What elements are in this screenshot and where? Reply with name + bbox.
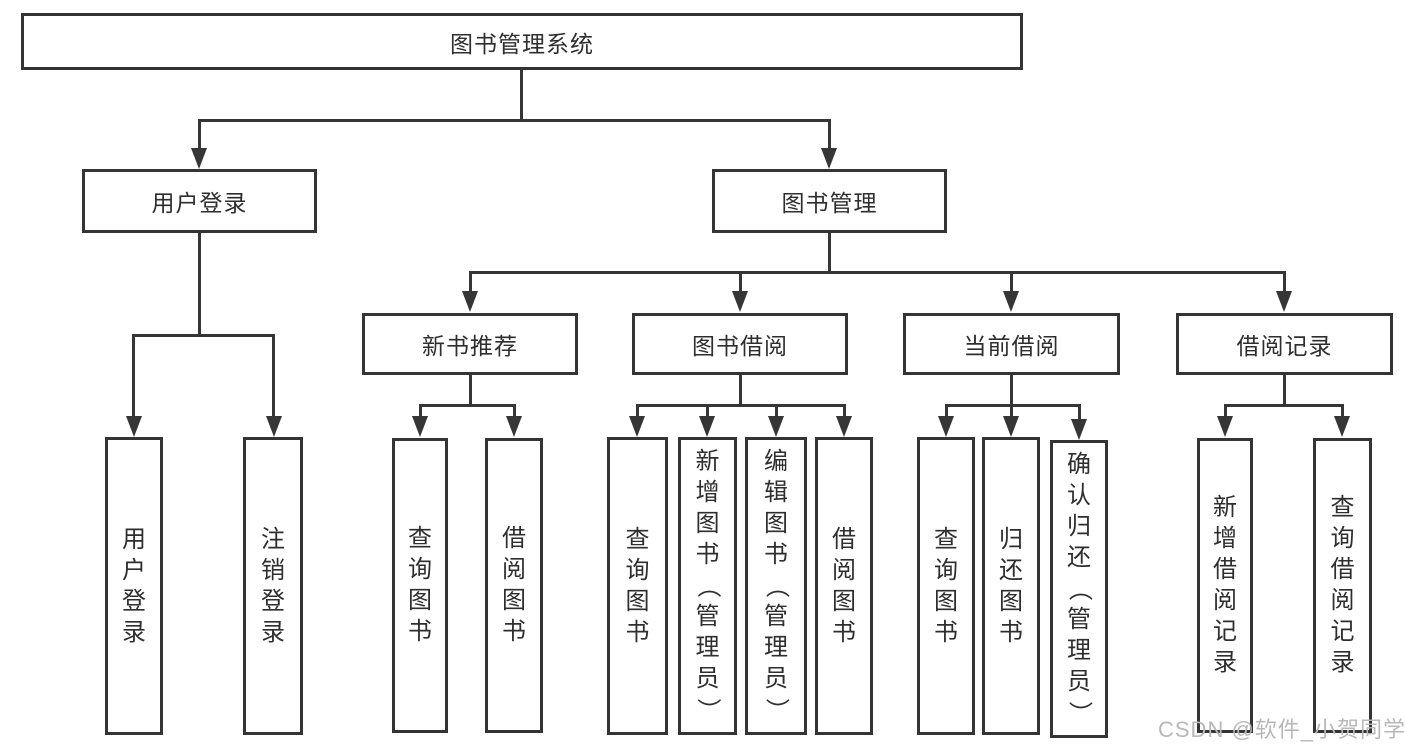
node-new-book-recommendation: 新书推荐 — [362, 313, 578, 375]
arrow-down-icon — [836, 416, 852, 437]
arrow-down-icon — [699, 416, 715, 437]
node-library-system: 图书管理系统 — [21, 13, 1023, 70]
arrow-down-icon — [768, 416, 784, 437]
arrow-down-icon — [126, 416, 142, 437]
connector-shaft — [198, 119, 201, 148]
leaf-query-books-3: 查询图书 — [917, 437, 975, 735]
connector-shaft — [419, 404, 422, 418]
arrow-down-icon — [732, 291, 748, 312]
leaf-query-books-2: 查询图书 — [607, 437, 668, 735]
arrow-down-icon — [938, 416, 954, 437]
connector-shaft — [272, 334, 275, 416]
connector-shaft — [706, 404, 709, 418]
connector-shaft — [1341, 404, 1344, 418]
arrow-down-icon — [506, 416, 522, 437]
node-book-borrowing: 图书借阅 — [632, 313, 848, 375]
arrow-down-icon — [821, 148, 837, 169]
connector-shaft — [1224, 404, 1227, 418]
leaf-confirm-return-admin: 确认归还（管理员） — [1050, 440, 1108, 738]
connector-shaft — [828, 119, 831, 148]
leaf-add-borrow-record: 新增借阅记录 — [1197, 438, 1253, 733]
arrow-down-icon — [1334, 416, 1350, 437]
connector-root-branch — [198, 119, 831, 122]
leaf-query-borrow-record: 查询借阅记录 — [1313, 438, 1372, 733]
connector-shaft — [1283, 271, 1286, 292]
leaf-borrow-books-1: 借阅图书 — [485, 438, 543, 733]
connector-userlogin-drop — [198, 233, 201, 337]
connector-shaft — [739, 271, 742, 292]
connector-shaft — [1010, 404, 1013, 418]
arrow-down-icon — [1217, 416, 1233, 437]
node-book-management: 图书管理 — [712, 169, 947, 233]
arrow-down-icon — [266, 416, 282, 437]
leaf-logout: 注销登录 — [243, 437, 303, 735]
connector-shaft — [775, 404, 778, 418]
node-current-borrowing: 当前借阅 — [903, 313, 1120, 375]
node-user-login: 用户登录 — [82, 169, 317, 233]
connector-shaft — [1078, 404, 1081, 420]
connector-shaft — [636, 404, 639, 418]
leaf-query-books-1: 查询图书 — [392, 438, 448, 733]
connector-shaft — [1010, 271, 1013, 292]
leaf-borrow-books-2: 借阅图书 — [815, 437, 873, 735]
leaf-user-login: 用户登录 — [105, 437, 163, 735]
connector-newbook-drop — [469, 375, 472, 406]
arrow-down-icon — [1003, 416, 1019, 437]
leaf-edit-books-admin: 编辑图书（管理员） — [745, 437, 807, 735]
arrow-down-icon — [462, 291, 478, 312]
leaf-add-books-admin: 新增图书（管理员） — [678, 437, 737, 735]
connector-newbook-branch — [419, 404, 516, 407]
connector-borrowing-branch — [636, 404, 845, 407]
arrow-down-icon — [629, 416, 645, 437]
connector-shaft — [843, 404, 846, 418]
connector-records-drop — [1283, 375, 1286, 406]
arrow-down-icon — [1071, 419, 1087, 440]
connector-bookmgmt-drop — [828, 233, 831, 274]
connector-userlogin-branch — [133, 334, 275, 337]
connector-borrowing-drop — [739, 375, 742, 406]
connector-shaft — [945, 404, 948, 418]
watermark: CSDN @软件_小贺同学 — [1158, 717, 1405, 742]
connector-bookmgmt-branch — [469, 271, 1285, 274]
connector-shaft — [132, 334, 135, 416]
arrow-down-icon — [1276, 291, 1292, 312]
node-borrowing-records: 借阅记录 — [1176, 313, 1393, 375]
connector-shaft — [469, 271, 472, 292]
connector-current-drop — [1010, 375, 1013, 406]
connector-shaft — [513, 404, 516, 418]
arrow-down-icon — [191, 148, 207, 169]
connector-records-branch — [1224, 404, 1343, 407]
connector-root-drop — [520, 70, 523, 121]
arrow-down-icon — [412, 416, 428, 437]
leaf-return-books: 归还图书 — [982, 437, 1040, 735]
arrow-down-icon — [1003, 291, 1019, 312]
